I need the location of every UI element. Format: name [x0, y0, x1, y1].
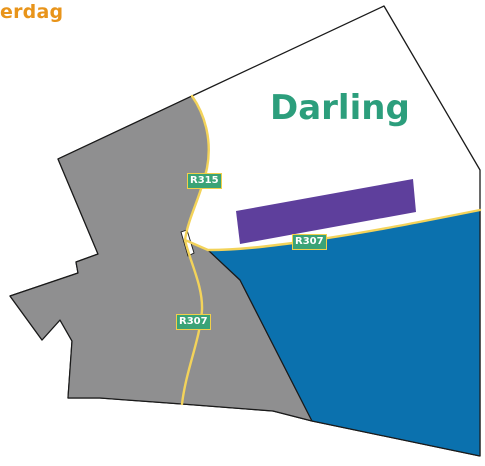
road-shield-r307-east: R307 — [292, 234, 327, 250]
corner-place-label: erdag — [0, 1, 64, 23]
road-shield-r307-south: R307 — [176, 314, 211, 330]
road-r307-south — [180, 238, 204, 406]
junction-notch — [180, 229, 195, 257]
road-shield-r315: R315 — [187, 173, 222, 189]
purple-zone — [236, 179, 416, 244]
town-label-darling: Darling — [270, 88, 410, 128]
road-r315 — [183, 94, 210, 242]
